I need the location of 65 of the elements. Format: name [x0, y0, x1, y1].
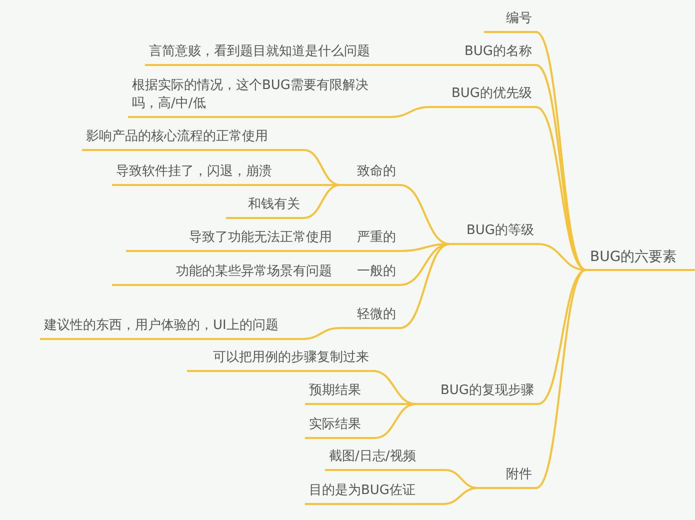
topic-underline [325, 448, 445, 471]
topic-label: 截图/日志/视频 [329, 448, 416, 466]
topic-underline [112, 264, 336, 286]
topic-underline [450, 222, 538, 245]
topic-label: 预期结果 [309, 382, 361, 400]
topic-label: 可以把用例的步骤复制过来 [213, 349, 369, 367]
branch-line [400, 243, 450, 252]
topic-underline [484, 10, 536, 33]
topic-underline [478, 466, 536, 489]
branch-line [442, 487, 478, 505]
topic-underline [126, 230, 336, 252]
topic-underline [305, 482, 443, 505]
branch-line [535, 269, 587, 489]
topic-label: 严重的 [357, 229, 396, 247]
topic-label: 言简意赅，看到题目就知道是什么问题 [149, 43, 370, 61]
topic-underline [145, 44, 445, 66]
topic-label: BUG的复现步骤 [440, 382, 534, 400]
branch-line [375, 403, 416, 405]
branch-line [336, 250, 340, 252]
topic-underline [340, 264, 400, 286]
topic-label: BUG的等级 [466, 222, 534, 240]
topic-underline [226, 196, 304, 219]
topic-label: 导致软件挂了，闪退，崩溃 [116, 163, 272, 181]
topic-label: BUG的优先级 [451, 85, 532, 103]
branch-line [390, 106, 430, 118]
topic-label: 导致了功能无法正常使用 [189, 229, 332, 247]
branch-line [374, 403, 416, 439]
topic-label: BUG的六要素 [590, 248, 677, 266]
branch-line [304, 149, 340, 186]
branch-line [400, 184, 450, 245]
topic-underline [340, 307, 400, 329]
branch-line [336, 284, 340, 286]
topic-label: 编号 [506, 10, 532, 28]
branch-line [302, 184, 340, 186]
topic-underline [340, 162, 400, 186]
branch-line [536, 106, 586, 271]
topic-underline [187, 348, 373, 372]
topic-underline [448, 44, 536, 66]
topic-underline [82, 128, 304, 151]
topic-label: 和钱有关 [248, 196, 300, 214]
topic-underline [340, 230, 400, 252]
topic-label: 轻微的 [357, 306, 396, 324]
branch-line [445, 64, 448, 66]
topic-underline [430, 84, 536, 108]
topic-underline [586, 246, 695, 271]
topic-underline [416, 382, 538, 405]
branch-line [372, 370, 416, 405]
topic-underline [305, 382, 375, 405]
branch-line [538, 243, 586, 271]
topic-label: 根据实际的情况，这个BUG需要有限解决吗，高/中/低 [132, 77, 370, 113]
branch-line [400, 243, 450, 329]
topic-underline [112, 162, 302, 186]
topic-label: 目的是为BUG佐证 [309, 482, 416, 500]
branch-line [302, 327, 340, 340]
branch-line [538, 269, 586, 405]
topic-label: BUG的名称 [464, 43, 532, 61]
topic-label: 功能的某些异常场景有问题 [176, 263, 332, 281]
topic-label: 建议性的东西，用户体验的，UI上的问题 [44, 317, 278, 335]
topic-label: 一般的 [357, 263, 396, 281]
topic-label: 附件 [506, 466, 532, 484]
topic-label: 影响产品的核心流程的正常使用 [86, 128, 268, 146]
topic-label: 实际结果 [309, 416, 361, 434]
topic-underline [305, 416, 375, 439]
topic-label: 致命的 [357, 163, 396, 181]
branch-line [304, 184, 340, 219]
